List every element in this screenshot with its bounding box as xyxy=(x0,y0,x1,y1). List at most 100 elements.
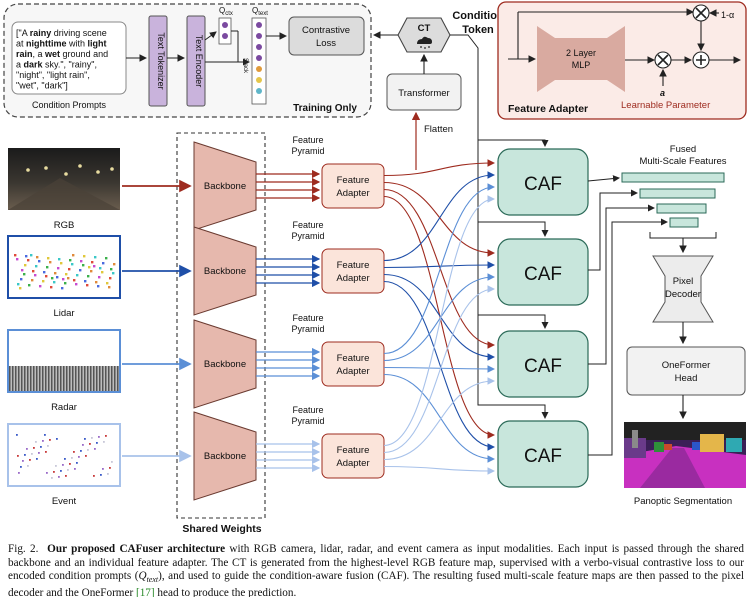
backbone-label: Backbone xyxy=(204,181,246,192)
oneformer-head-block: OneFormer Head xyxy=(626,346,746,396)
transformer-block: Transformer xyxy=(386,73,462,111)
feature-adapter-block xyxy=(321,163,385,209)
feature-pyramid-label-1: Feature xyxy=(292,313,323,323)
fused-features: Fused Multi-Scale Features xyxy=(621,144,727,228)
caf-label: CAF xyxy=(524,356,562,377)
fusion-arrow xyxy=(383,377,496,461)
fusion-arrow xyxy=(383,195,496,447)
ct-label: CT xyxy=(418,23,431,34)
caption-bold: Our proposed CAFuser architecture xyxy=(47,543,226,555)
feature-adapter-block xyxy=(321,433,385,479)
transformer-label: Transformer xyxy=(398,88,449,99)
caf-label: CAF xyxy=(524,264,562,285)
feature-adapter-block xyxy=(321,341,385,387)
fusion-arrow xyxy=(383,273,496,361)
fused-label-1: Fused xyxy=(670,144,696,155)
feature-adapter-block xyxy=(321,248,385,294)
event-input-image xyxy=(7,423,121,487)
shared-weights-box: Shared Weights xyxy=(176,132,266,535)
caption-part-3: head to produce the prediction. xyxy=(154,587,297,597)
caf-block-1: CAF xyxy=(497,148,589,216)
pixel-decoder-label-2: Decoder xyxy=(665,289,701,300)
fusion-arrow xyxy=(383,280,496,451)
pixel-decoder-block: Pixel Decoder xyxy=(652,255,714,323)
oneformer-label-2: Head xyxy=(675,373,698,384)
stack-label: Stack xyxy=(242,58,248,74)
mlp-label-1: 2 Layer xyxy=(566,48,596,58)
feature-pyramid-label-2: Pyramid xyxy=(291,324,324,334)
fused-label-2: Multi-Scale Features xyxy=(639,156,726,167)
modality-row-event: EventBackboneFeaturePyramidFeatureAdapte… xyxy=(7,405,385,507)
backbone-block xyxy=(193,141,257,231)
q-ctx-token: Qctx xyxy=(218,6,233,45)
feature-pyramid-label-1: Feature xyxy=(292,405,323,415)
backbone-label: Backbone xyxy=(204,266,246,277)
caption-fig-number: Fig. 2. xyxy=(8,543,39,555)
flatten-label: Flatten xyxy=(424,124,453,135)
caption-part-1: with RGB camera, lidar, radar, and event… xyxy=(8,543,745,583)
fused-feature-map-1 xyxy=(621,172,725,183)
feature-adapter-label-2: Adapter xyxy=(336,366,369,377)
backbone-block xyxy=(193,319,257,409)
caf-block-2: CAF xyxy=(497,238,589,306)
contrastive-loss-block: Contrastive Loss xyxy=(288,16,365,56)
feature-adapter-title: Feature Adapter xyxy=(508,103,588,115)
caption-reference-link[interactable]: [17] xyxy=(135,587,155,597)
q-text-label: Qtext xyxy=(252,6,268,17)
backbone-label: Backbone xyxy=(204,451,246,462)
add-icon xyxy=(692,51,710,69)
radar-label: Radar xyxy=(51,402,77,413)
multiply-icon xyxy=(654,51,672,69)
text-encoder-block: Text Encoder xyxy=(186,15,206,107)
fused-feature-map-4 xyxy=(669,217,699,228)
feature-pyramid-label-2: Pyramid xyxy=(291,416,324,426)
lidar-input-image xyxy=(7,235,121,299)
caf-block-4: CAF xyxy=(497,420,589,488)
text-tokenizer-block: Text Tokenizer xyxy=(148,15,168,107)
fusion-arrow xyxy=(383,373,496,463)
feature-adapter-label-2: Adapter xyxy=(336,458,369,469)
pixel-decoder-label-1: Pixel xyxy=(673,276,694,287)
caption-part-2: ), and used to guide the condition-aware… xyxy=(8,570,744,597)
modality-rows: RGBBackboneFeaturePyramidFeatureAdapterL… xyxy=(7,135,385,507)
panoptic-segmentation-image xyxy=(624,422,746,488)
fusion-arrow xyxy=(383,159,496,177)
one-minus-alpha-label: 1-α xyxy=(721,10,734,20)
oneformer-label-1: OneFormer xyxy=(662,360,711,371)
feature-adapter-label-1: Feature xyxy=(337,175,370,186)
backbone-block xyxy=(193,411,257,501)
rain-cloud-icon xyxy=(417,36,432,49)
multiply-alpha-icon xyxy=(692,4,710,22)
condition-token-block: CT Condition Token xyxy=(397,10,504,53)
modality-row-lidar: LidarBackboneFeaturePyramidFeatureAdapte… xyxy=(7,220,385,319)
event-label: Event xyxy=(52,496,77,507)
fusion-arrow xyxy=(383,188,496,349)
feature-pyramid-label-1: Feature xyxy=(292,135,323,145)
fusion-arrow xyxy=(383,273,496,362)
backbone-block xyxy=(193,226,257,316)
fusion-arrow xyxy=(383,171,496,262)
panoptic-label: Panoptic Segmentation xyxy=(634,496,732,507)
mlp-label-2: MLP xyxy=(572,60,591,70)
fused-feature-map-2 xyxy=(639,188,716,199)
alpha-label: a xyxy=(660,88,665,98)
shared-weights-label: Shared Weights xyxy=(182,523,261,535)
learnable-parameter-label: Learnable Parameter xyxy=(621,100,710,111)
backbone-label: Backbone xyxy=(204,359,246,370)
text-encoder-label: Text Encoder xyxy=(194,35,204,88)
q-text-token-stack: Qtext Stack xyxy=(242,6,268,105)
contrastive-loss-label-2: Loss xyxy=(316,38,336,49)
condition-token-title-1: Condition xyxy=(452,10,504,22)
caf-label: CAF xyxy=(524,174,562,195)
q-ctx-label: Qctx xyxy=(219,6,233,17)
rgb-label: RGB xyxy=(54,220,75,231)
modality-row-radar: RadarBackboneFeaturePyramidFeatureAdapte… xyxy=(7,313,385,413)
feature-adapter-label-2: Adapter xyxy=(336,273,369,284)
caption-q-text: Qtext xyxy=(138,570,159,585)
